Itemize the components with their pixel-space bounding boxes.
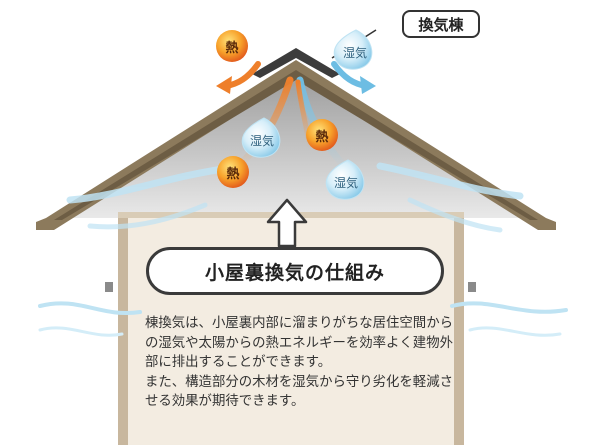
moisture-label-low: 湿気 [334, 175, 358, 190]
heat-label-mid: 熱 [315, 129, 328, 145]
description-paragraph-2: また、構造部分の木材を湿気から守り劣化を軽減させる効果が期待できます。 [145, 374, 453, 410]
diagram-title: 小屋裏換気の仕組み [146, 247, 444, 295]
moisture-icon-top [333, 29, 373, 70]
moisture-icon-mid [241, 117, 281, 158]
heat-label-top: 熱 [225, 40, 238, 56]
heat-icon-mid [306, 119, 338, 151]
moisture-icon-low [325, 159, 365, 200]
attic-space [60, 70, 532, 218]
roof-right [296, 60, 556, 230]
description-text: 棟換気は、小屋裏内部に溜まりがちな居住空間からの湿気や太陽からの熱エネルギーを効… [145, 314, 455, 412]
up-arrow-icon [266, 198, 308, 248]
moisture-label-mid: 湿気 [250, 133, 274, 148]
heat-icon-low [217, 156, 249, 188]
left-eave-vent [105, 282, 113, 292]
right-eave-vent [468, 282, 476, 292]
roof-left [36, 60, 296, 230]
heat-label-low: 熱 [226, 166, 239, 182]
ridge-vent-cap [252, 48, 340, 78]
moisture-label-top: 湿気 [343, 45, 367, 60]
description-paragraph-1: 棟換気は、小屋裏内部に溜まりがちな居住空間からの湿気や太陽からの熱エネルギーを効… [145, 316, 453, 371]
heat-icon-top [216, 30, 248, 62]
ridge-vent-tag: 換気棟 [402, 10, 480, 38]
